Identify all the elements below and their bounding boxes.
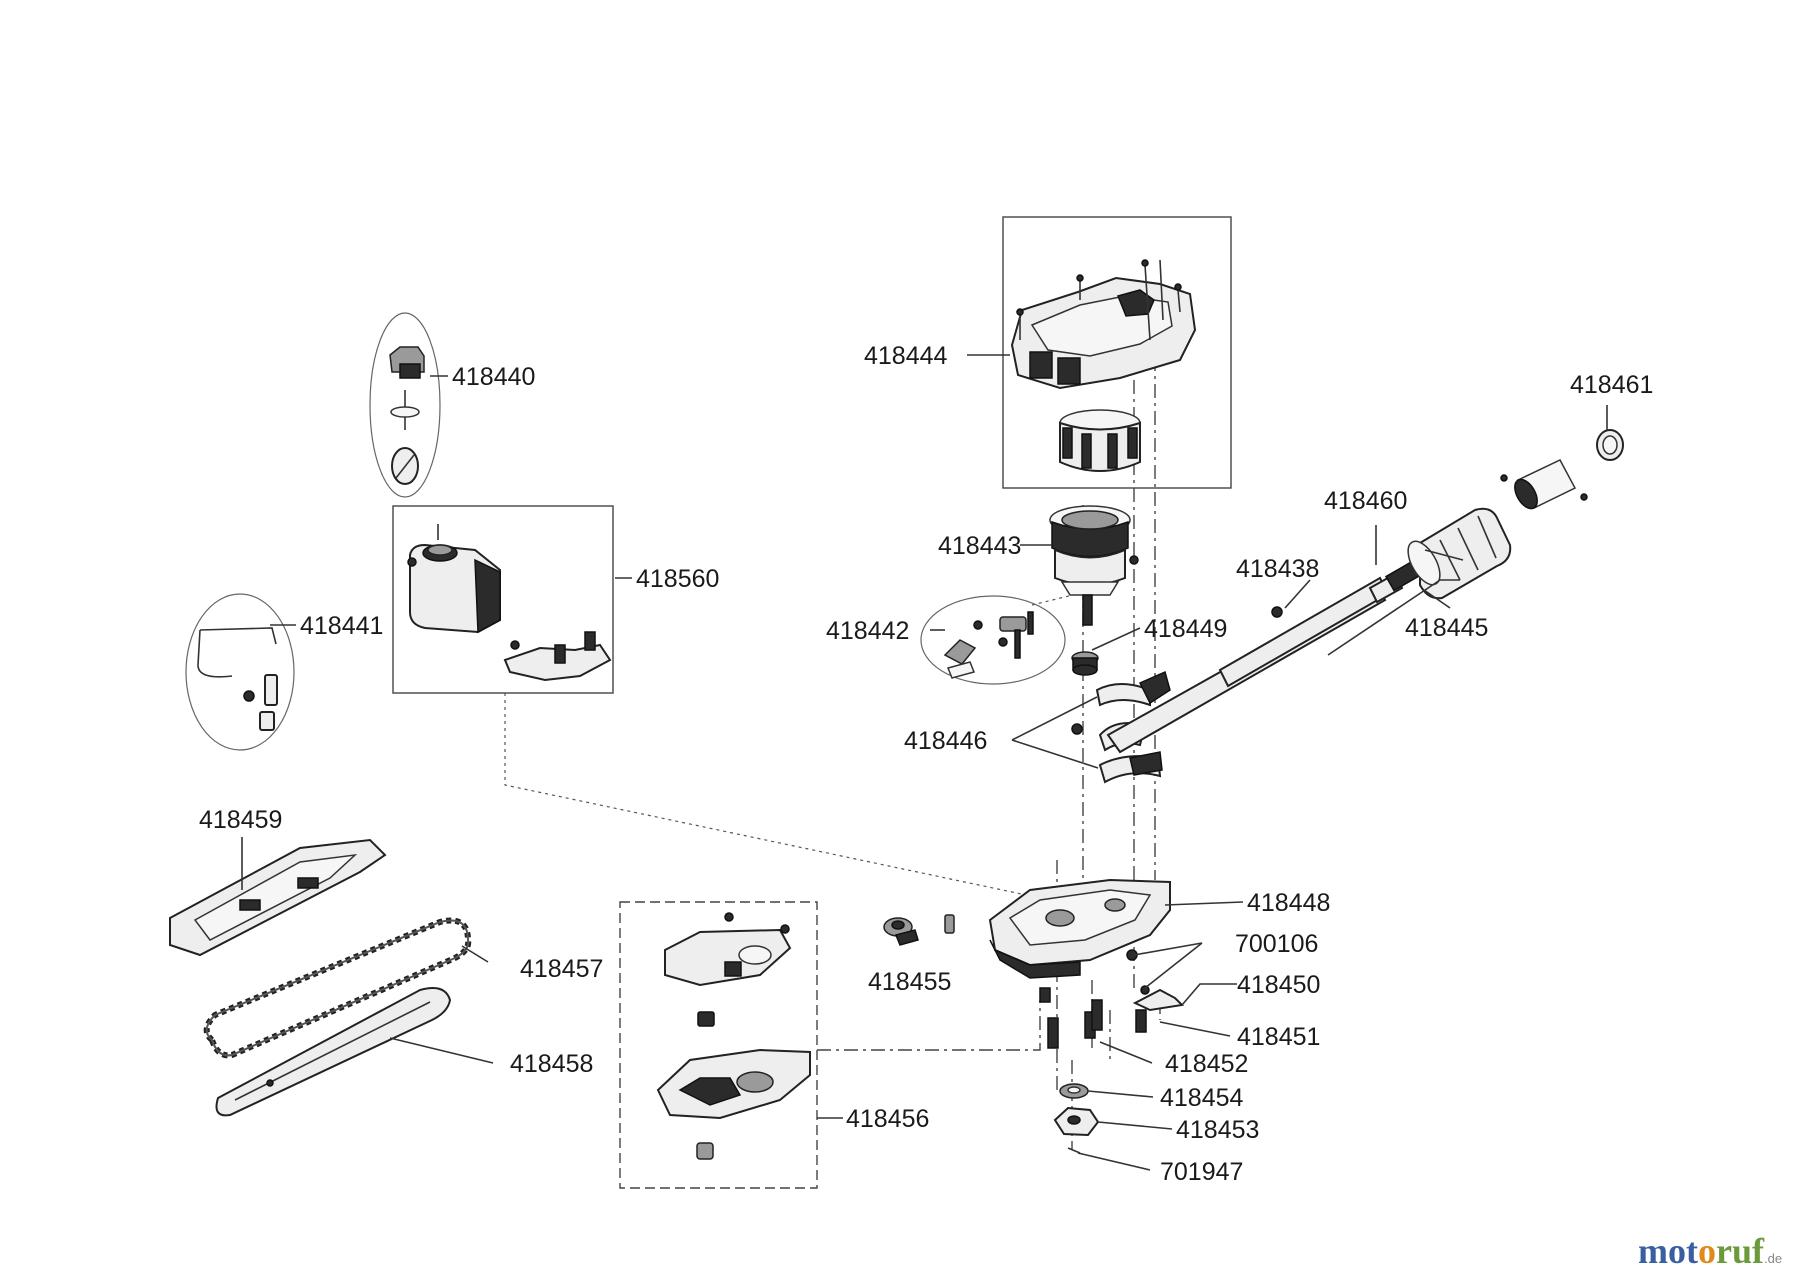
bar-bolt-part [1047,999,1103,1049]
part-label-418457: 418457 [520,955,603,983]
part-label-418459: 418459 [199,806,282,834]
logo-text-part2: o [1697,1231,1716,1271]
part-number-labels: 418444 418461 418440 418460 418443 41843… [199,342,1653,1186]
part-label-418454: 418454 [1160,1084,1244,1112]
sprocket-cover-group-box [619,901,818,1189]
motor-armature-part [1049,505,1139,626]
washer-part [1059,1083,1089,1099]
motor-cover-group-box [1002,216,1232,489]
part-label-418438: 418438 [1236,555,1319,583]
axis-line [817,1000,1041,1051]
part-label-701947: 701947 [1160,1158,1243,1186]
hose-detail-ellipse [185,593,295,751]
part-label-418451: 418451 [1237,1023,1320,1051]
gear-housing-part [988,878,1171,1003]
drive-gear-part [1071,651,1099,676]
part-label-418460: 418460 [1324,487,1407,515]
bar-clamp-plate-part [1132,985,1185,1033]
part-label-418443: 418443 [938,532,1021,560]
brush-holder-part [943,611,1034,679]
part-label-418461: 418461 [1570,371,1653,399]
part-label-418560: 418560 [636,565,719,593]
bar-cover-part [169,838,387,957]
part-label-418458: 418458 [510,1050,593,1078]
brush-detail-ellipse [920,595,1066,685]
sprocket-cover-part [656,912,811,1160]
logo-tld: .de [1763,1251,1783,1266]
bar-nut-knob-part [1053,1106,1100,1154]
part-label-418455: 418455 [868,968,951,996]
motor-cover-part [1010,259,1197,390]
leader-lines [241,354,1608,1171]
saw-chain-part [203,917,472,1059]
part-label-700106: 700106 [1235,930,1318,958]
part-label-418446: 418446 [904,727,987,755]
oil-cap-detail-ellipse [369,312,441,498]
telescopic-shaft-part [1106,553,1432,754]
chain-tensioner-part [883,914,955,946]
part-label-418442: 418442 [826,617,909,645]
part-label-418445: 418445 [1405,614,1488,642]
part-label-418441: 418441 [300,612,383,640]
part-label-418453: 418453 [1176,1116,1259,1144]
part-label-418440: 418440 [452,363,535,391]
oil-hose-part [197,627,278,731]
oil-tank-part [407,524,612,682]
end-cap-ring-part [1596,429,1624,461]
oil-tank-group-box [392,505,614,694]
part-label-418452: 418452 [1165,1050,1248,1078]
part-label-418448: 418448 [1247,889,1330,917]
guide-bar-part [215,987,452,1117]
part-label-418449: 418449 [1144,615,1227,643]
part-label-418450: 418450 [1237,971,1320,999]
logo-text-part3: ruf [1715,1231,1764,1271]
axis-line [1031,591,1086,606]
part-label-418444: 418444 [864,342,948,370]
oil-cap-part [389,346,425,485]
motoruf-logo: motoruf.de [1638,1230,1782,1272]
logo-text-part1: mot [1638,1231,1698,1271]
shaft-end-part [1500,459,1588,510]
oil-tank-link-line [504,693,1051,901]
fan-housing-part [1059,409,1141,472]
part-label-418456: 418456 [846,1105,929,1133]
shaft-grip-part [1407,507,1512,600]
